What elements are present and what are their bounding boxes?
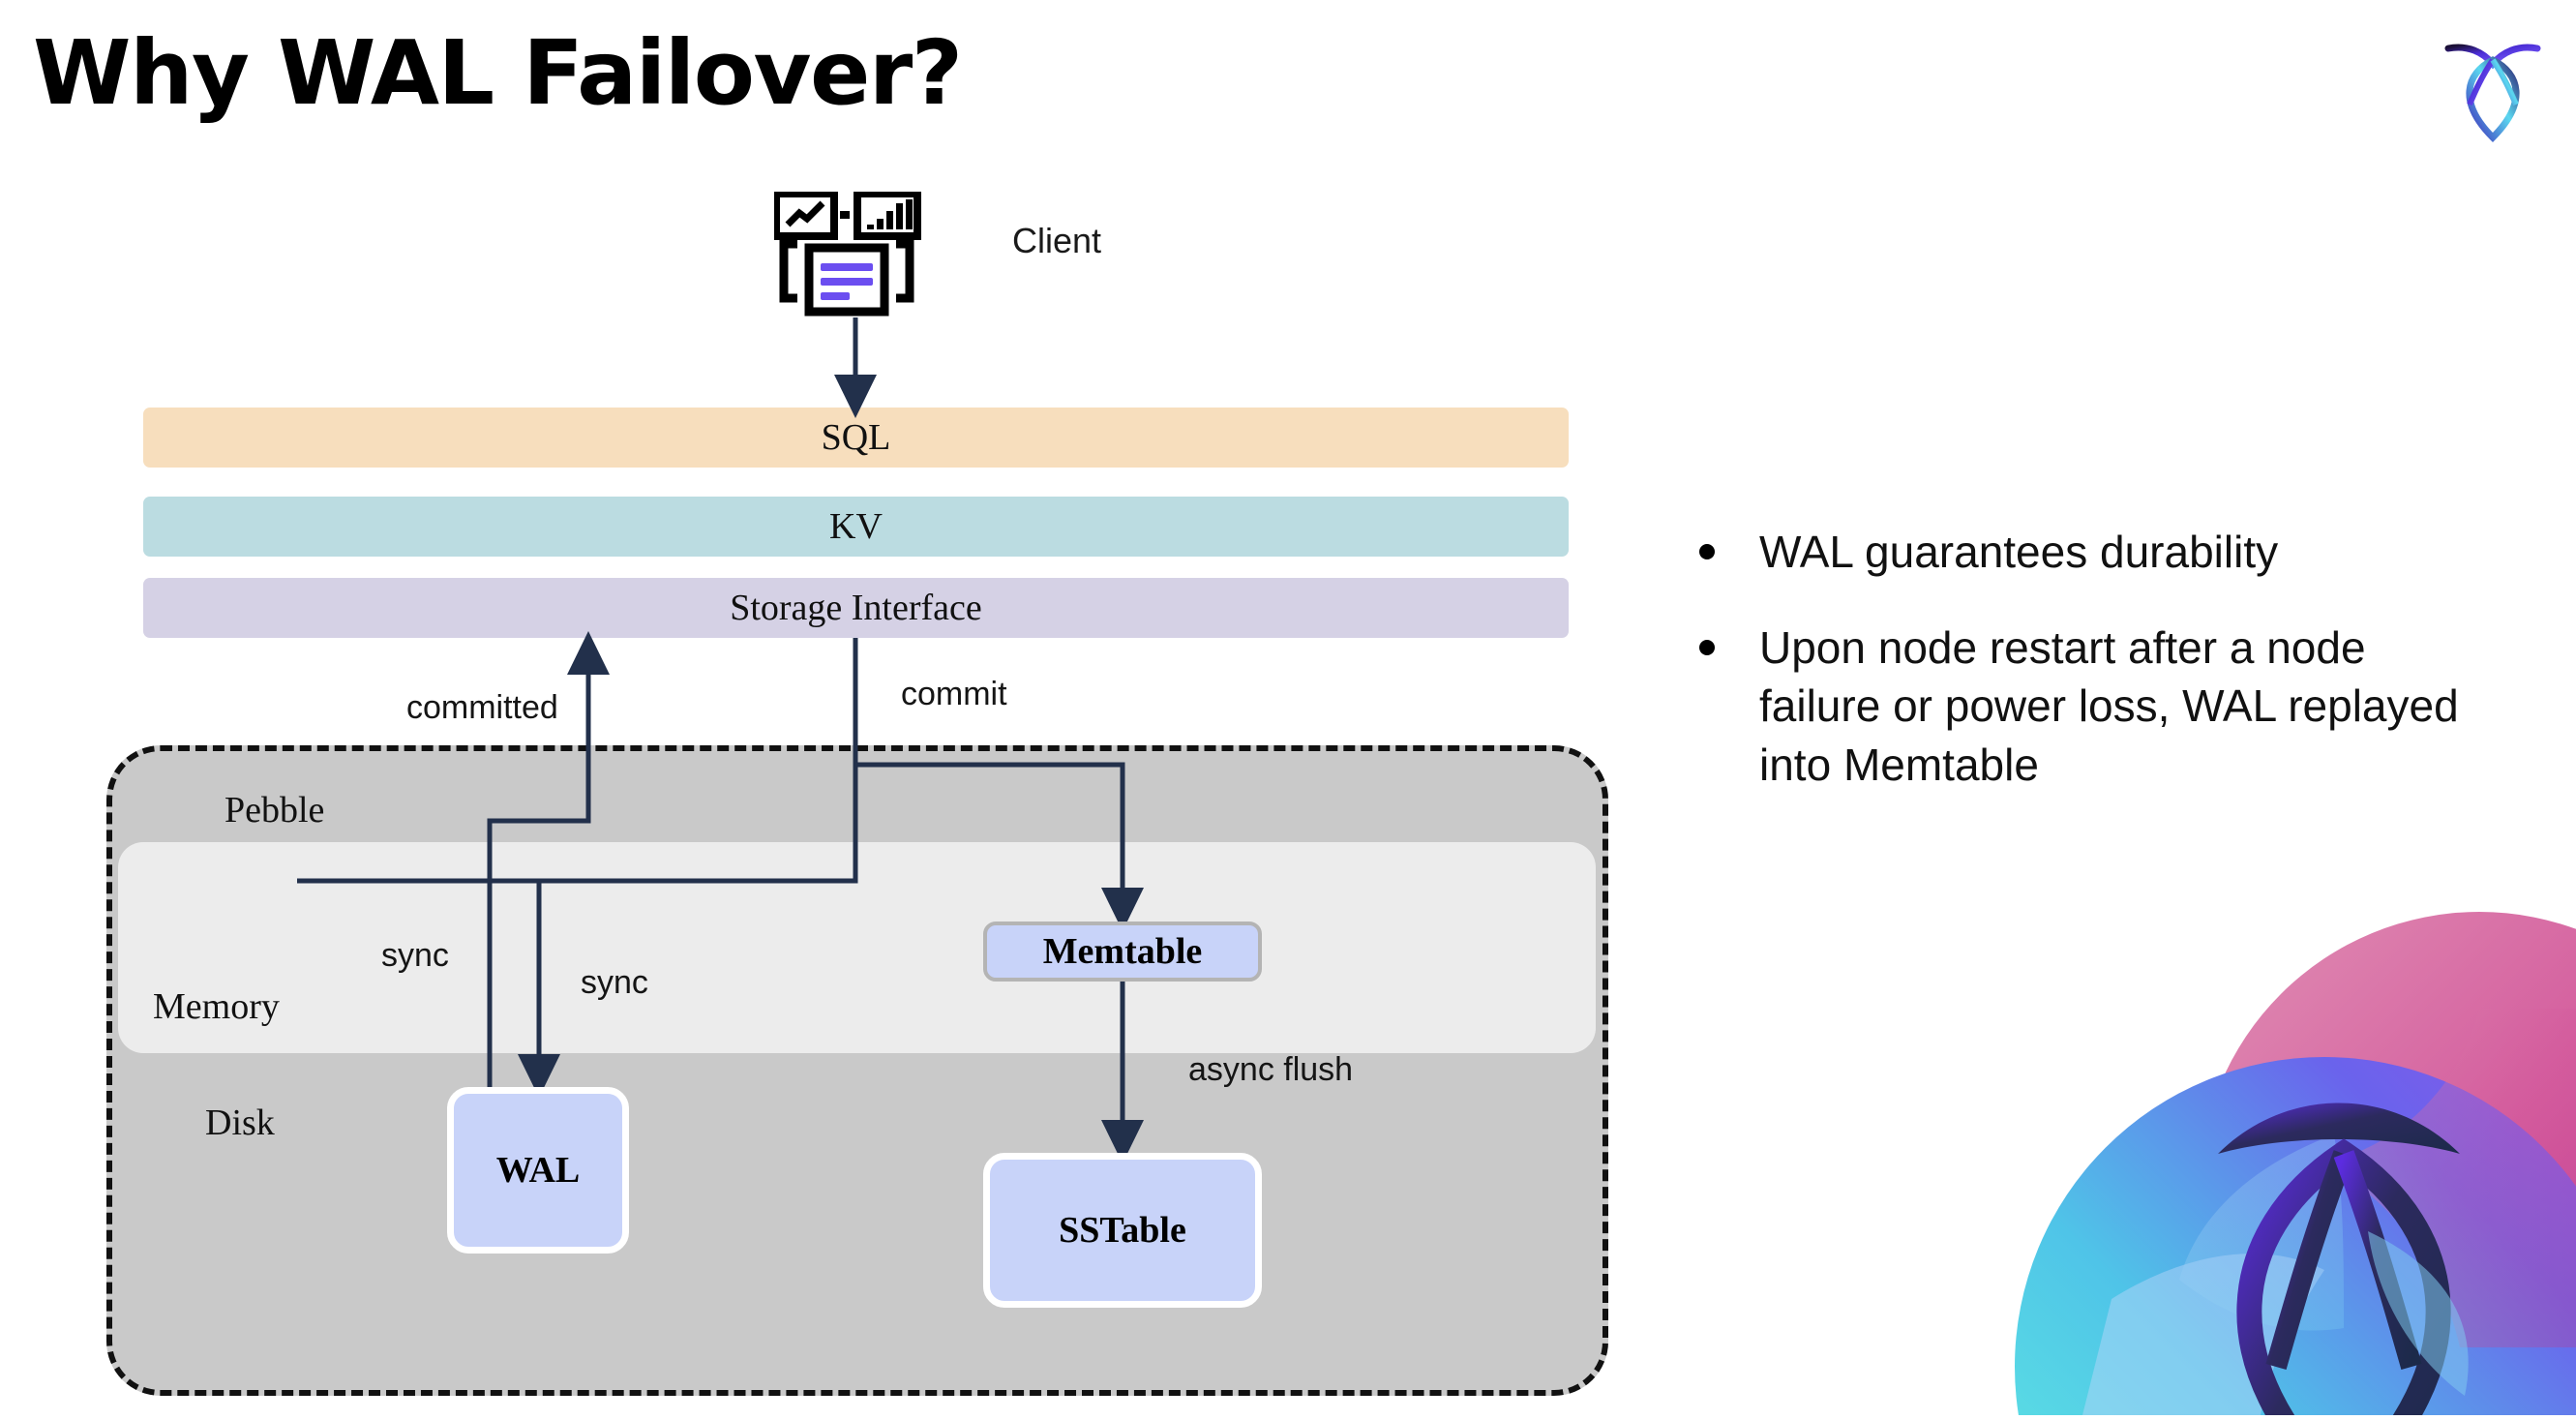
client-terminal-icon <box>772 190 929 317</box>
edge-label-async-flush: async flush <box>1188 1051 1354 1088</box>
edge-label-sync-2: sync <box>581 964 648 1001</box>
node-wal: WAL <box>447 1087 629 1254</box>
layer-bar-kv: KV <box>143 497 1569 557</box>
bullet-text: WAL guarantees durability <box>1759 527 2279 577</box>
bullet-dot-icon <box>1699 639 1715 655</box>
cockroach-gradient-graphic <box>1937 912 2576 1415</box>
disk-label: Disk <box>205 1103 275 1143</box>
architecture-diagram: Client SQL KV Storage Interface Pebble M… <box>106 190 1608 1396</box>
memory-region <box>118 842 1596 1053</box>
bullet-dot-icon <box>1699 544 1715 559</box>
edge-label-commit: commit <box>901 676 1007 712</box>
list-item: Upon node restart after a node failure o… <box>1699 619 2483 795</box>
cockroach-logo-icon <box>2437 27 2549 143</box>
pebble-label: Pebble <box>225 790 325 831</box>
layer-bar-storage-interface: Storage Interface <box>143 578 1569 638</box>
list-item: WAL guarantees durability <box>1699 523 2483 582</box>
node-memtable: Memtable <box>983 921 1262 982</box>
bullet-list: WAL guarantees durability Upon node rest… <box>1699 523 2483 831</box>
layer-bar-sql: SQL <box>143 408 1569 468</box>
page-title: Why WAL Failover? <box>33 21 963 125</box>
client-label: Client <box>1012 221 1102 260</box>
edge-label-sync-1: sync <box>381 937 449 974</box>
bullet-text: Upon node restart after a node failure o… <box>1759 621 2459 791</box>
memory-label: Memory <box>153 986 280 1027</box>
node-sstable: SSTable <box>983 1153 1262 1308</box>
edge-label-committed: committed <box>406 689 558 726</box>
